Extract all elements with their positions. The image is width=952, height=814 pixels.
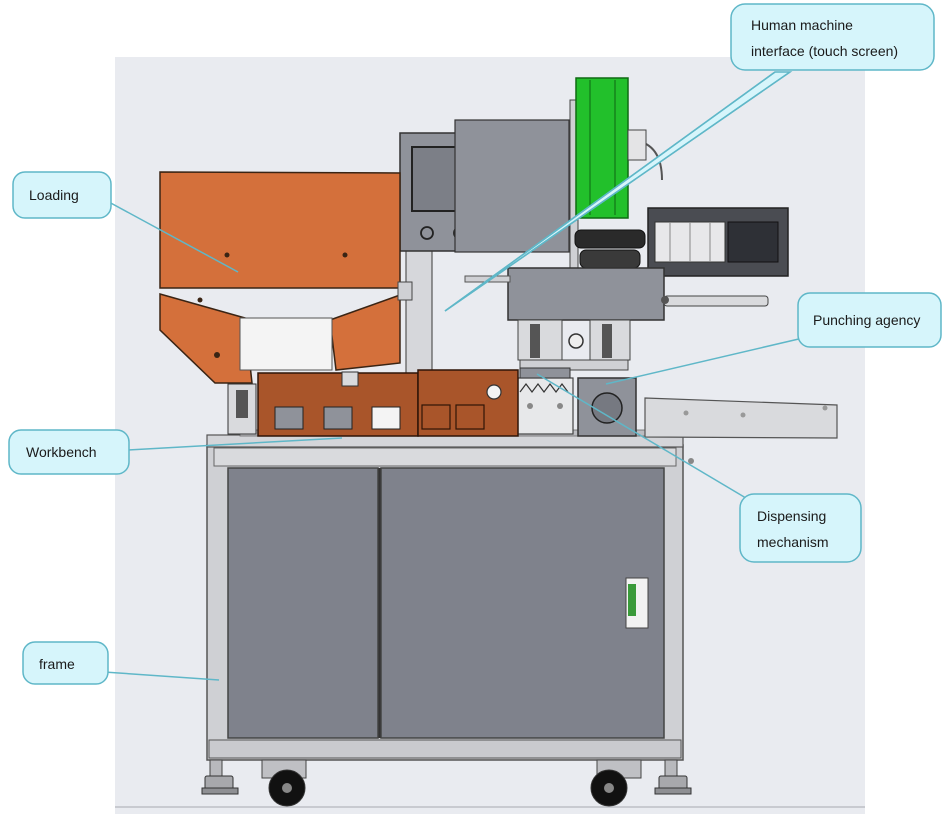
callout-loading [12, 171, 112, 219]
callout-frame [22, 641, 109, 685]
tape-roller [569, 77, 663, 271]
callout-dispensing-line1: Dispensing [757, 508, 827, 524]
callout-frame-label: frame [39, 656, 75, 672]
callout-punching-label: Punching agency [813, 312, 921, 328]
callout-bubbles [8, 3, 942, 685]
callout-dispensing-line2: mechanism [757, 534, 829, 550]
callout-workbench [8, 429, 130, 475]
callout-hmi-line1: Human machine [751, 17, 853, 33]
casters [261, 759, 642, 807]
outfeed-chute [644, 397, 838, 439]
dispensing-pointer [536, 373, 757, 505]
punching-pointer [605, 337, 804, 385]
cabinet-door-right [380, 467, 665, 739]
callout-loading-label: Loading [29, 187, 79, 203]
callout-dispensing [739, 493, 862, 563]
callout-hmi-line2: interface (touch screen) [751, 43, 899, 59]
callout-pointers [95, 71, 804, 681]
callout-punching [797, 292, 942, 348]
callout-hmi [730, 3, 935, 71]
servo-motor [647, 207, 789, 277]
loading-pointer [95, 194, 239, 273]
workbench-pointer [127, 437, 343, 451]
rear-panel [454, 119, 570, 253]
bench-fixture [227, 369, 519, 437]
dispensing-unit [516, 367, 574, 435]
cabinet-door-left [227, 467, 379, 739]
leveling-feet [201, 759, 692, 795]
punching-carriage [464, 267, 769, 437]
callout-workbench-label: Workbench [26, 444, 97, 460]
loading-hopper [159, 171, 413, 384]
frame-pointer [103, 671, 220, 681]
frame [206, 444, 694, 761]
